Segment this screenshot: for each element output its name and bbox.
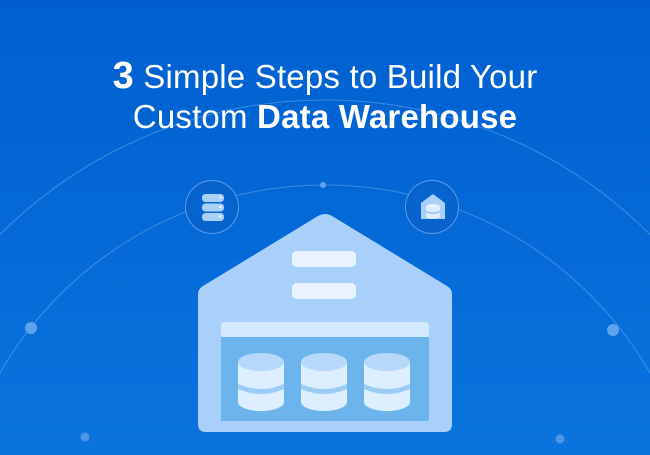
warehouse-badge	[405, 180, 459, 234]
database-cylinder	[364, 353, 410, 411]
orbit-dot	[555, 434, 565, 444]
orbit-dot	[320, 182, 326, 188]
database-cylinder	[238, 353, 284, 411]
title-line-1: 3 Simple Steps to Build Your	[112, 55, 538, 97]
database-cylinder	[301, 353, 347, 411]
database-stack-icon	[202, 194, 224, 221]
orbit-dot	[25, 322, 37, 334]
orbit-dot	[80, 432, 90, 442]
roof-bar	[292, 283, 356, 299]
title-number: 3	[112, 55, 134, 97]
panel-header	[221, 322, 429, 338]
roof-bar	[292, 251, 356, 267]
house-database-icon	[421, 194, 445, 219]
database-badge	[185, 180, 239, 234]
title-line-2: Custom Data Warehouse	[132, 98, 518, 135]
orbit-dot	[607, 324, 619, 336]
page-title: 3 Simple Steps to Build Your Custom Data…	[0, 56, 650, 137]
